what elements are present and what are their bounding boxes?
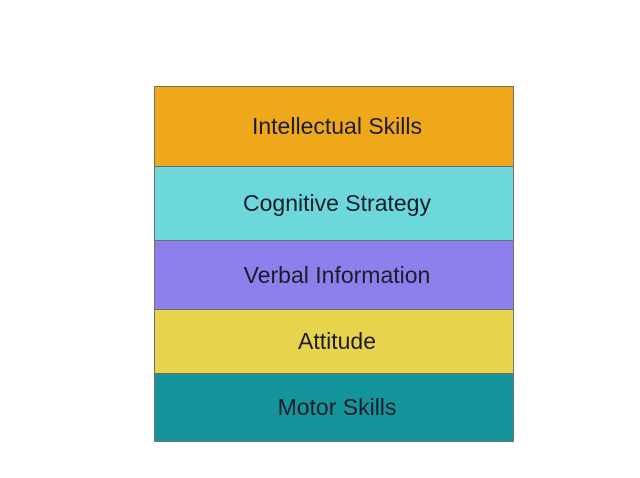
layer-attitude: Attitude bbox=[155, 310, 513, 374]
layer-label-attitude: Attitude bbox=[298, 328, 376, 354]
layer-intellectual-skills: Intellectual Skills bbox=[155, 87, 513, 167]
layer-label-verbal-information: Verbal Information bbox=[243, 261, 431, 288]
layer-label-cognitive-strategy: Cognitive Strategy bbox=[243, 190, 431, 216]
layer-motor-skills: Motor Skills bbox=[155, 374, 513, 441]
layer-verbal-information: Verbal Information bbox=[155, 241, 513, 310]
layer-cognitive-strategy: Cognitive Strategy bbox=[155, 167, 513, 241]
skills-stack-diagram: Intellectual Skills Cognitive Strategy V… bbox=[154, 86, 514, 442]
layer-label-intellectual-skills: Intellectual Skills bbox=[251, 113, 423, 139]
layer-label-motor-skills: Motor Skills bbox=[277, 394, 397, 420]
